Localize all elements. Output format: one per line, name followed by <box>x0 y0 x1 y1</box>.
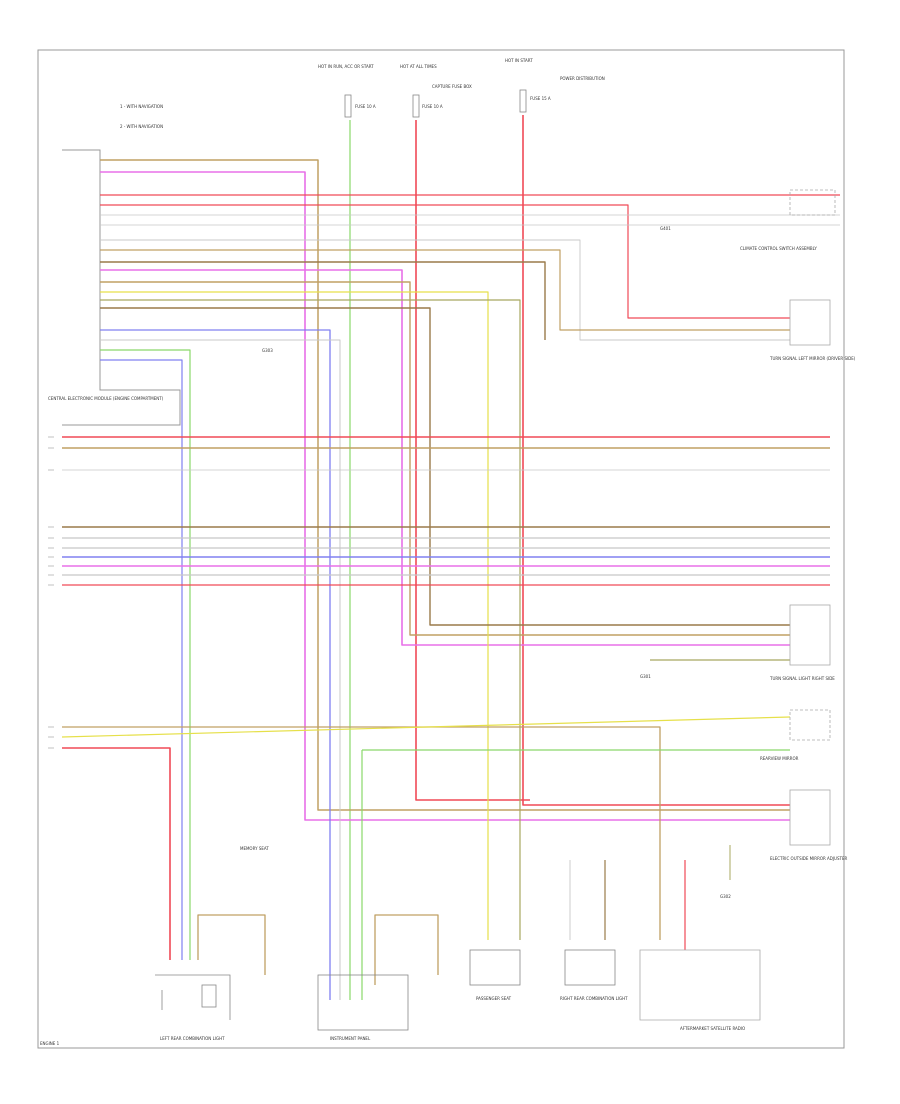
wire-5 <box>100 171 790 821</box>
wires <box>61 115 840 1000</box>
component-c6-label: MEMORY SEAT <box>240 846 269 851</box>
wire-32 <box>62 726 661 940</box>
component-c1-label: CLIMATE CONTROL SWITCH ASSEMBLY <box>740 246 817 251</box>
fuse-3-rating: FUSE 15 A <box>530 96 551 101</box>
wire-15 <box>100 291 489 940</box>
wire-20 <box>100 349 191 960</box>
fuse-2-label: HOT AT ALL TIMES <box>400 64 437 69</box>
central-module-label: CENTRAL ELECTRONIC MODULE (ENGINE COMPAR… <box>48 396 164 401</box>
fuse-2: HOT AT ALL TIMES FUSE 10 A CAPTURE FUSE … <box>400 64 472 118</box>
central-module: CENTRAL ELECTRONIC MODULE (ENGINE COMPAR… <box>48 149 181 426</box>
component-c1: CLIMATE CONTROL SWITCH ASSEMBLY <box>740 189 836 251</box>
fuse-1-label: HOT IN RUN, ACC OR START <box>318 64 374 69</box>
wire-33 <box>61 716 791 738</box>
component-c2-label: TURN SIGNAL LEFT MIRROR (DRIVER SIDE) <box>769 356 856 361</box>
component-c6: MEMORY SEAT <box>240 846 269 851</box>
ground-3-label: G303 <box>262 348 273 353</box>
wire-4 <box>100 159 790 811</box>
wire-11 <box>100 249 790 331</box>
ground-4-label: G401 <box>660 226 671 231</box>
component-c10: RIGHT REAR COMBINATION LIGHT <box>560 949 628 1001</box>
wire-17 <box>100 307 790 626</box>
fuse-3-side: POWER DISTRIBUTION <box>560 76 605 81</box>
component-c9-label: PASSENGER SEAT <box>476 996 512 1001</box>
component-c4: REARVIEW MIRROR <box>760 709 831 761</box>
component-c3: TURN SIGNAL LIGHT RIGHT SIDE <box>769 604 835 681</box>
component-c4-label: REARVIEW MIRROR <box>760 756 799 761</box>
wire-18 <box>100 329 331 1000</box>
wire-43 <box>374 914 439 985</box>
component-c3-label: TURN SIGNAL LIGHT RIGHT SIDE <box>769 676 835 681</box>
fuse-2-side: CAPTURE FUSE BOX <box>432 84 472 89</box>
ground-4: G401 <box>660 226 671 231</box>
component-c8: INSTRUMENT PANEL <box>317 974 409 1041</box>
fuse-3-label: HOT IN START <box>505 58 533 63</box>
wire-12 <box>100 261 546 340</box>
ground-1-label: G301 <box>640 674 651 679</box>
wire-14 <box>100 281 790 636</box>
ground-2: G302 <box>720 894 731 899</box>
ground-2-label: G302 <box>720 894 731 899</box>
left-connector-pins <box>48 436 54 749</box>
wire-13 <box>100 269 790 646</box>
ground-3: G303 <box>262 348 273 353</box>
fuse-2-rating: FUSE 10 A <box>422 104 443 109</box>
component-c11: AFTERMARKET SATELLITE RADIO <box>639 949 761 1031</box>
footer-code: ENGINE 1 <box>40 1041 60 1046</box>
component-c2: TURN SIGNAL LEFT MIRROR (DRIVER SIDE) <box>769 299 856 361</box>
wire-21 <box>100 359 183 960</box>
wire-42 <box>197 914 266 975</box>
diagram-border <box>37 49 845 1049</box>
fuse-1-rating: FUSE 10 A <box>355 104 376 109</box>
wire-2 <box>415 120 530 801</box>
fuse-3: HOT IN START FUSE 15 A POWER DISTRIBUTIO… <box>505 58 605 113</box>
component-c9: PASSENGER SEAT <box>469 949 521 1001</box>
legend-line-1: 1 - WITH NAVIGATION <box>120 104 163 109</box>
legend-line-2: 2 - WITH NAVIGATION <box>120 124 163 129</box>
component-c7: LEFT REAR COMBINATION LIGHT <box>155 974 231 1041</box>
component-c11-label: AFTERMARKET SATELLITE RADIO <box>680 1026 745 1031</box>
wire-34 <box>62 747 171 960</box>
wire-10 <box>100 239 790 341</box>
component-c5: ELECTRIC OUTSIDE MIRROR ADJUSTER <box>770 789 847 861</box>
wire-19 <box>100 339 341 1000</box>
wire-3 <box>522 115 790 806</box>
fuse-1: HOT IN RUN, ACC OR START FUSE 10 A <box>318 64 376 118</box>
wire-7 <box>100 204 790 319</box>
component-c8-label: INSTRUMENT PANEL <box>330 1036 371 1041</box>
component-c10-label: RIGHT REAR COMBINATION LIGHT <box>560 996 628 1001</box>
component-c7-label: LEFT REAR COMBINATION LIGHT <box>160 1036 225 1041</box>
component-c5-label: ELECTRIC OUTSIDE MIRROR ADJUSTER <box>770 856 847 861</box>
ground-1: G301 <box>640 674 651 679</box>
